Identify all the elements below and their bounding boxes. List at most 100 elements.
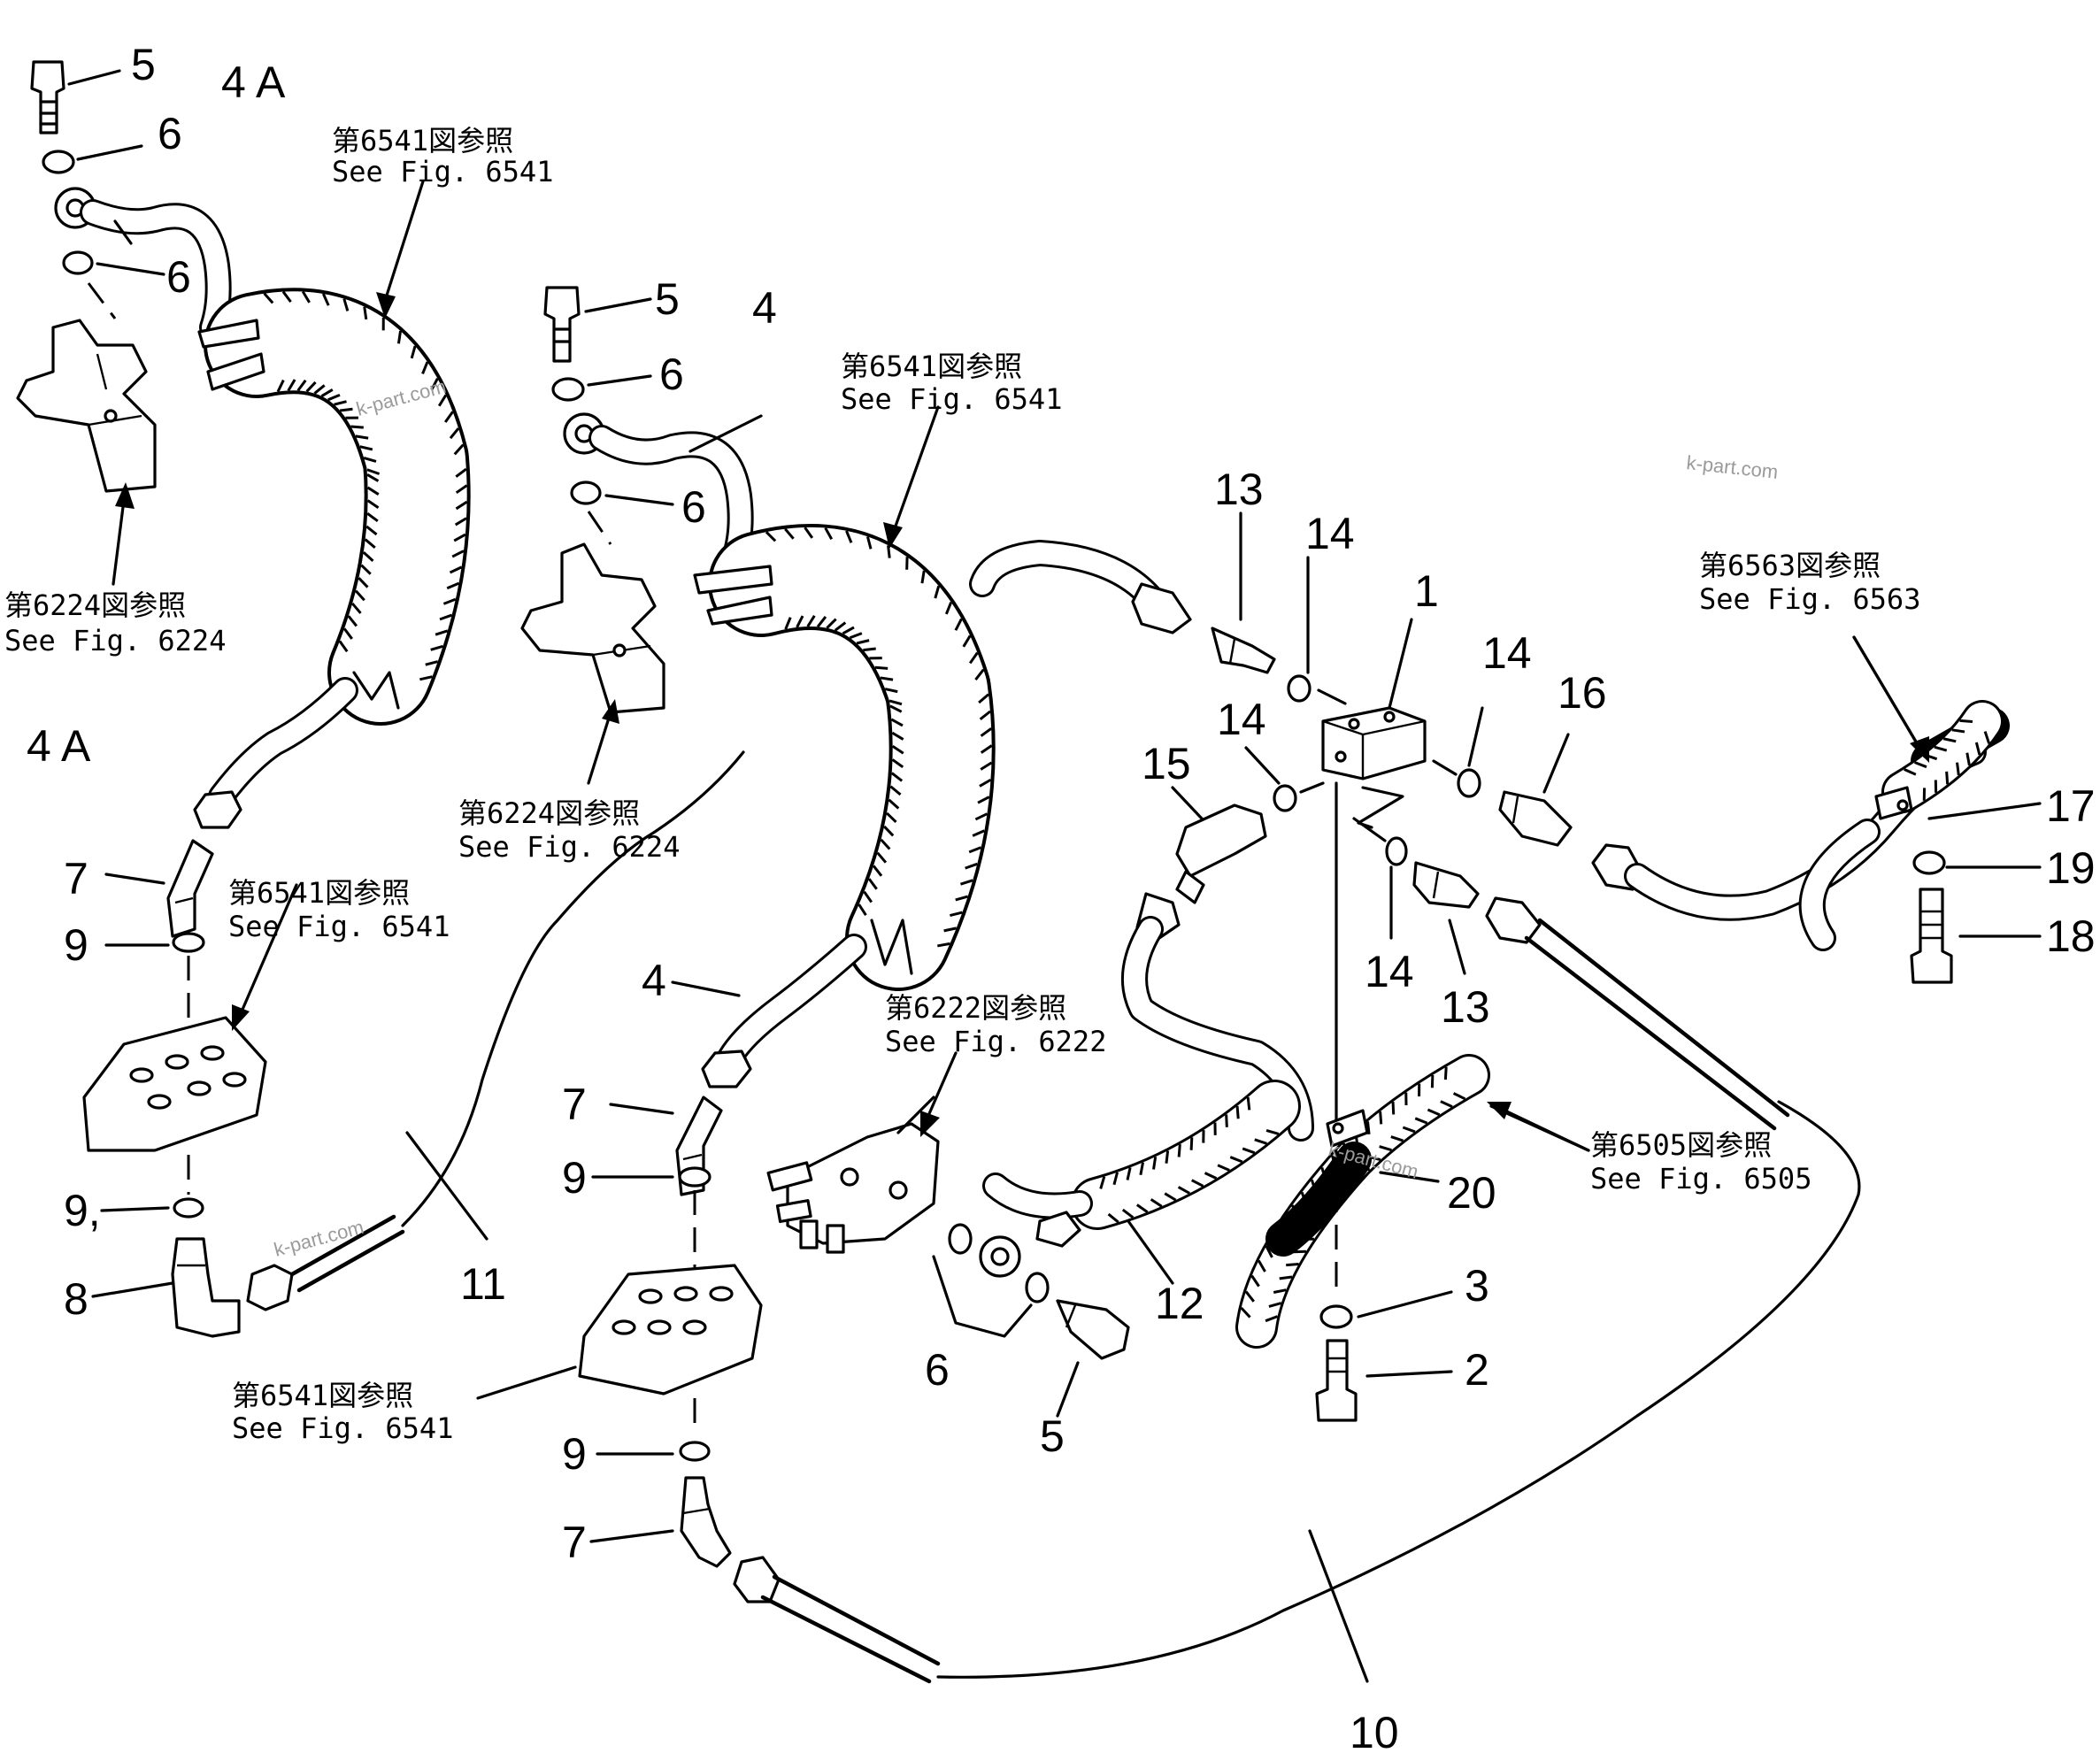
wrap-rib [453, 443, 465, 456]
wrap-rib [872, 865, 883, 877]
wrap-rib [950, 911, 963, 918]
wrap-rib [1139, 1162, 1144, 1176]
washer-6-right-top [948, 1223, 973, 1255]
wrap-rib [849, 632, 863, 640]
washer-19 [1912, 850, 1946, 875]
wrap-rib [1273, 1288, 1287, 1294]
label-13: 13 [1441, 982, 1490, 1032]
wrap-rib [1310, 1179, 1318, 1193]
wrap-rib [1265, 1315, 1279, 1323]
wrap-rib [1273, 1231, 1281, 1244]
wrap-rib [334, 400, 347, 406]
wrap-rib [1204, 1172, 1218, 1180]
wrap-rib [1191, 1179, 1204, 1188]
washer-6-right-bottom [1025, 1272, 1050, 1303]
reference-notes: 第6541図参照 See Fig. 6541 第6224図参照 See Fig.… [4, 124, 1920, 1445]
label-16: 16 [1558, 668, 1607, 718]
wrap-rib [321, 293, 330, 306]
wrap-rib [865, 536, 873, 550]
wrap-rib [453, 533, 466, 542]
elbow-7-lower [680, 1476, 732, 1568]
clamp-17 [1874, 786, 1913, 820]
wrap-rib [430, 377, 439, 391]
wrap-rib [1366, 1121, 1371, 1134]
wrap-rib [366, 468, 381, 475]
label-4: 4 [752, 283, 777, 333]
ref-jp-6505: 第6505図参照 [1590, 1128, 1772, 1162]
wrap-rib [1150, 1198, 1163, 1208]
label-6: 6 [659, 350, 684, 399]
wrap-rib [443, 411, 454, 423]
wrap-rib [363, 456, 377, 463]
wrap-rib [816, 616, 827, 628]
wrap-rib [1152, 1157, 1158, 1170]
wrap-rib [965, 862, 978, 870]
bolt-18 [1910, 888, 1953, 984]
washer-3 [1319, 1304, 1353, 1329]
wrap-rib [954, 618, 963, 631]
wrap-rib [1246, 1096, 1251, 1111]
wrap-rib [874, 665, 888, 670]
wrap-rib [1217, 1164, 1230, 1172]
wrap-rib [1974, 742, 1981, 756]
wrap-rib [968, 846, 982, 854]
wrap-rib [1319, 1212, 1332, 1217]
wrap-rib [1391, 1102, 1396, 1115]
wrap-rib [1135, 1203, 1149, 1214]
wrap-rib [366, 473, 380, 482]
label-13: 13 [1214, 465, 1264, 514]
wrap-rib [430, 644, 443, 651]
label-20: 20 [1447, 1168, 1496, 1218]
wrap-rib [320, 388, 334, 397]
wrap-rib [313, 384, 326, 395]
wrap-rib [824, 527, 834, 540]
wrap-rib [1240, 1307, 1251, 1319]
wrap-rib [1107, 1212, 1119, 1224]
wrap-rib [455, 467, 467, 478]
wrap-rib [449, 427, 460, 440]
wrap-rib [977, 796, 990, 804]
wrap-rib [784, 617, 792, 630]
label-7: 7 [562, 1080, 587, 1129]
ref-en-6224: See Fig. 6224 [4, 624, 226, 657]
wrap-rib [972, 829, 985, 837]
wrap-rib [451, 550, 465, 558]
wrap-rib [980, 727, 993, 737]
wrap-rib [366, 499, 380, 509]
label-8: 8 [64, 1274, 88, 1324]
wrap-rib [1099, 1176, 1106, 1189]
wrap-rib [806, 615, 816, 627]
part-5-bolt-right [1056, 1299, 1130, 1360]
wrap-rib [876, 851, 888, 864]
wrap-rib [980, 761, 993, 771]
wrap-rib [1913, 761, 1927, 769]
part-labels: 5 4 A 6 6 4 A 7 9 9, 8 11 5 4 6 6 4 7 9 … [27, 40, 2096, 1753]
wrap-rib [943, 926, 958, 933]
wrap-rib [968, 651, 979, 665]
label-3: 3 [1465, 1261, 1489, 1311]
wrap-rib [366, 486, 380, 496]
wrap-rib [1357, 1165, 1371, 1172]
ref-jp-6224: 第6224図参照 [458, 796, 640, 830]
wrap-rib [1265, 1128, 1280, 1135]
part-15-elbow [1175, 803, 1267, 904]
wrap-rib [301, 290, 311, 304]
label-2: 2 [1465, 1345, 1489, 1395]
part-13-lower [1412, 861, 1480, 909]
label-9: 9, [64, 1186, 101, 1235]
wrap-rib [1934, 745, 1948, 752]
ref-jp-6541: 第6541図参照 [332, 124, 513, 158]
wrap-rib [1427, 1108, 1441, 1117]
wrap-rib [1959, 719, 1973, 723]
wrap-rib [974, 812, 988, 821]
wrap-rib [834, 621, 847, 632]
wrap-rib [1904, 768, 1917, 776]
washer-14-left [1273, 784, 1297, 812]
wrap-rib [1250, 1274, 1260, 1288]
wrap-rib [360, 564, 372, 575]
ref-jp-6224: 第6224図参照 [4, 588, 186, 622]
wrap-rib [1281, 1218, 1289, 1231]
wrap-rib [1342, 1142, 1348, 1157]
wrap-rib [891, 731, 904, 741]
manifold-6541-middle [578, 1264, 763, 1395]
